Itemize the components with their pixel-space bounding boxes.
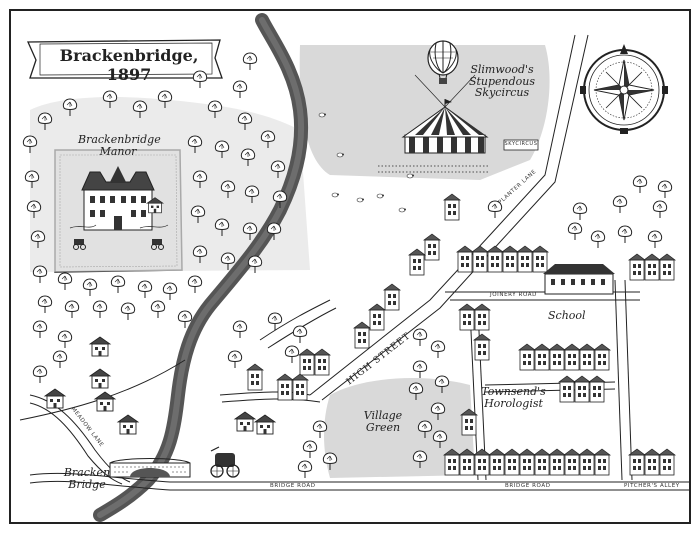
manor-building	[81, 166, 155, 231]
map-border	[9, 9, 691, 524]
circus-tent-icon	[401, 74, 489, 154]
label-manor: Brackenbridge Manor	[78, 133, 161, 158]
skycircus-sign	[503, 139, 539, 151]
hot-air-balloon-icon	[427, 40, 459, 84]
label-pitchers-alley: PITCHER'S ALLEY	[624, 483, 680, 489]
compass-rose-icon	[580, 44, 668, 134]
town-buildings	[44, 193, 676, 476]
label-bridge-road-right: BRIDGE ROAD	[505, 483, 551, 489]
horse-carriage-icon	[210, 446, 240, 478]
label-joinery-road: JOINERY ROAD	[490, 292, 537, 298]
label-bridge-road-left: BRIDGE ROAD	[270, 483, 316, 489]
bridge-road	[29, 472, 690, 483]
label-skycircus: Slimwood's Stupendous Skycircus	[468, 63, 536, 100]
skycircus-field	[299, 45, 550, 180]
map-title: Brackenbridge, 1897	[59, 46, 199, 84]
title-banner	[27, 39, 223, 79]
label-school: School	[548, 309, 586, 322]
label-bracken-bridge: Bracken Bridge	[63, 466, 111, 491]
label-horologist: Townsend's Horologist	[481, 385, 546, 410]
label-skycircus-sign: SKYCIRCUS	[504, 141, 538, 147]
label-village-green: Village Green	[363, 409, 403, 434]
bracken-bridge-structure	[109, 458, 191, 478]
